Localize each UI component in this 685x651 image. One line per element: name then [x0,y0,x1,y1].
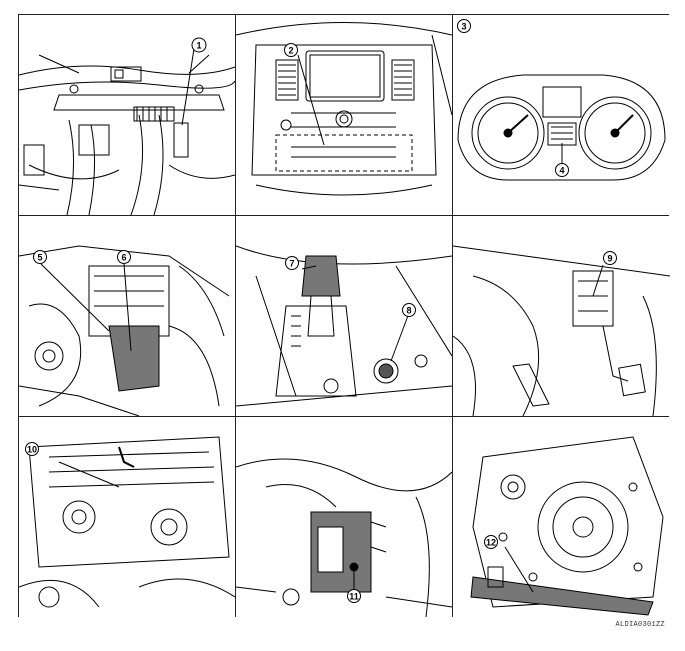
callout-label: 1 [196,41,201,51]
panel-center-display: 2 [236,15,452,215]
grid-divider [19,416,668,417]
callout-label: 8 [406,306,411,316]
panel-instrument-cluster: 3 4 [453,15,670,215]
panel-pedal-area: 9 [453,216,670,416]
panel-transmission-housing: 12 [453,417,670,618]
callout-label: 5 [37,253,42,263]
callout-label: 10 [27,445,37,455]
panel-under-dash: 1 [19,15,235,215]
panel-engine-assembly: 10 [19,417,235,618]
callout-label: 4 [559,166,564,176]
callout-label: 3 [461,22,466,32]
component-location-figure: 1 2 [18,14,670,618]
grid-divider [235,15,236,616]
grid-divider [19,215,668,216]
panel-shifter: 7 8 [236,216,452,416]
grid-divider [452,15,453,616]
panel-control-module: 11 [236,417,452,618]
callout-label: 11 [349,592,359,602]
callout-label: 6 [121,253,126,263]
callout-label: 12 [486,538,496,548]
callout-label: 2 [288,46,293,56]
figure-code: ALDIA0301ZZ [615,621,665,629]
callout-label: 7 [289,259,294,269]
callout-label: 9 [607,254,612,264]
panel-engine-compartment: 5 6 [19,216,235,416]
